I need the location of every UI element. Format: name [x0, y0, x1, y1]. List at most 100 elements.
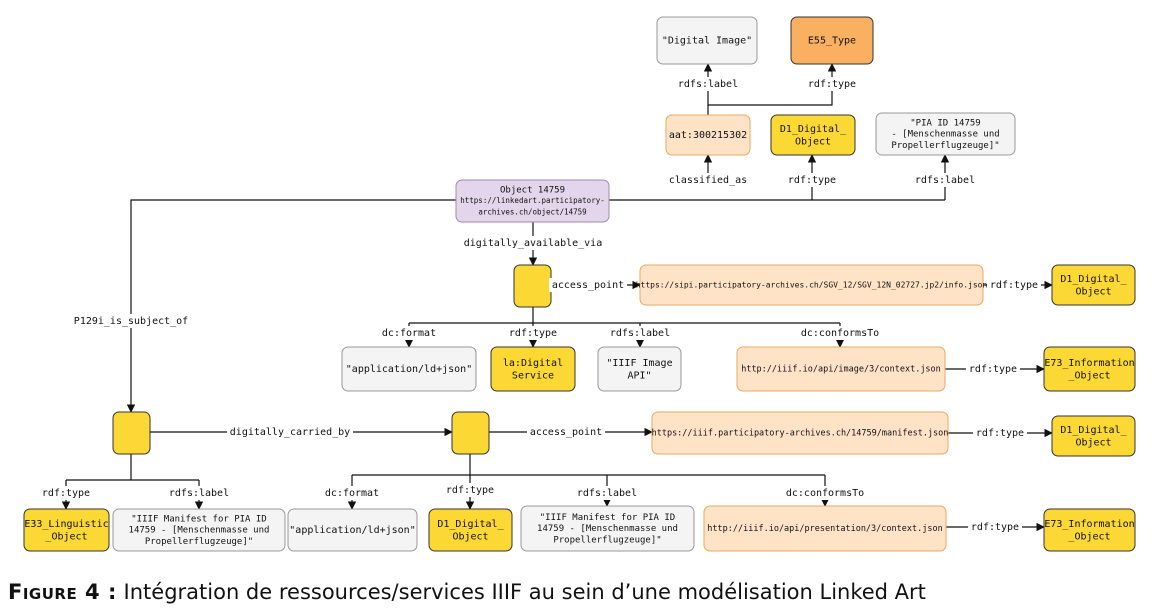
edge-label-digitally-carried-by: digitally_carried_by — [227, 425, 353, 439]
node-manifest-url: https://iiif.participatory-archives.ch/1… — [651, 411, 949, 455]
node-text: D1_Digital_ — [780, 124, 847, 135]
node-text: Object — [1075, 286, 1111, 297]
node-e55-type: E55_Type — [790, 16, 874, 65]
svg-text:dc:format: dc:format — [325, 488, 379, 499]
caption-label: Figure 4 : — [8, 580, 117, 604]
node-box — [651, 411, 949, 455]
node-text: "IIIF Image — [606, 358, 672, 369]
node-box — [656, 16, 758, 65]
node-text: D1_Digital_ — [1060, 425, 1127, 436]
svg-text:rdfs:label: rdfs:label — [610, 328, 670, 339]
node-box — [287, 508, 418, 552]
node-box — [520, 505, 695, 552]
linked-art-diagram: "Digital Image"E55_Typeaat:300215302D1_D… — [23, 16, 1136, 552]
node-text: E73_Information — [1044, 519, 1134, 530]
node-text: http://iiif.io/api/image/3/context.json — [741, 365, 941, 375]
node-left-node — [112, 411, 151, 455]
node-box — [451, 411, 490, 455]
node-text: _Object — [1068, 531, 1110, 542]
node-text: API" — [627, 370, 651, 381]
node-e33: E33_Linguistic_Object — [23, 508, 110, 552]
node-text: "IIIF Manifest for PIA ID — [540, 513, 675, 523]
node-text: E55_Type — [808, 36, 856, 47]
node-box — [1043, 346, 1136, 392]
edge-label-rdf-type-mid: rdf:type — [443, 483, 497, 497]
svg-text:rdf:type: rdf:type — [788, 175, 836, 186]
caption-text: Intégration de ressources/services IIIF … — [116, 580, 926, 604]
svg-text:P129i_is_subject_of: P129i_is_subject_of — [74, 316, 188, 327]
node-text: Propellerflugzeuge]" — [891, 141, 999, 151]
node-text: aat:300215302 — [669, 130, 747, 141]
node-text: 14759 - [Menschenmasse und — [129, 526, 270, 536]
node-text: Object — [452, 531, 488, 542]
node-text: "application/ld+json" — [346, 364, 472, 375]
svg-text:rdf:type: rdf:type — [971, 522, 1019, 533]
edge-p129i — [126, 199, 456, 413]
node-ctx-pres: http://iiif.io/api/presentation/3/contex… — [703, 505, 947, 552]
edge-label-rdf-type-man: rdf:type — [973, 426, 1027, 440]
svg-text:rdfs:label: rdfs:label — [678, 79, 738, 90]
edge-label-digitally-available-via: digitally_available_via — [461, 236, 605, 250]
node-aat: aat:300215302 — [665, 114, 751, 156]
svg-text:dc:conformsTo: dc:conformsTo — [786, 488, 864, 499]
node-box — [341, 346, 477, 392]
edge-label-dc-conforms-2: dc:conformsTo — [783, 486, 867, 500]
node-box — [428, 508, 513, 552]
node-text: la:Digital — [503, 358, 563, 369]
edge-label-rdf-type-sipi: rdf:type — [987, 278, 1041, 292]
edge-label-rdf-type-top: rdf:type — [805, 77, 859, 91]
node-text: D1_Digital_ — [1060, 274, 1127, 285]
node-text: Propellerflugzeuge]" — [145, 537, 253, 547]
figure-caption: Figure 4 : Intégration de ressources/ser… — [8, 580, 1148, 604]
node-text: Object — [795, 136, 831, 147]
node-object: Object 14759https://linkedart.participat… — [455, 179, 610, 223]
node-box — [639, 264, 984, 306]
node-e73-2: E73_Information_Object — [1043, 508, 1136, 552]
node-e73-1: E73_Information_Object — [1043, 346, 1136, 392]
node-box — [703, 505, 947, 552]
edge-label-dc-format-2: dc:format — [322, 486, 382, 500]
node-box — [790, 16, 874, 65]
edge-label-p129i: P129i_is_subject_of — [71, 314, 191, 328]
node-fmt1: "application/ld+json" — [341, 346, 477, 392]
edge-label-access-point-2: access_point — [527, 425, 605, 439]
svg-text:classified_as: classified_as — [669, 175, 747, 186]
node-digital-image: "Digital Image" — [656, 16, 758, 65]
node-text: _Object — [1068, 370, 1110, 381]
node-text: archives.ch/object/14759 — [478, 207, 586, 216]
node-box — [1051, 415, 1136, 457]
nodes-layer: "Digital Image"E55_Typeaat:300215302D1_D… — [23, 16, 1136, 552]
node-text: D1_Digital_ — [437, 519, 504, 530]
svg-text:rdf:type: rdf:type — [446, 485, 494, 496]
node-box — [770, 114, 856, 156]
svg-text:rdf:type: rdf:type — [969, 364, 1017, 375]
node-box — [455, 179, 610, 223]
node-box — [1051, 264, 1136, 306]
svg-text:rdfs:label: rdfs:label — [577, 488, 637, 499]
node-box — [665, 114, 751, 156]
node-box — [112, 508, 286, 552]
svg-text:rdf:type: rdf:type — [509, 328, 557, 339]
svg-text:rdfs:label: rdfs:label — [915, 175, 975, 186]
edge-label-rdf-type-ctx1: rdf:type — [966, 362, 1020, 376]
node-ctx-image: http://iiif.io/api/image/3/context.json — [736, 346, 946, 392]
node-text: https://linkedart.participatory- — [460, 196, 605, 205]
node-box — [112, 411, 151, 455]
node-text: https://sipi.participatory-archives.ch/S… — [636, 281, 988, 290]
edge-label-rdf-type-left: rdf:type — [39, 486, 93, 500]
node-box — [23, 508, 110, 552]
node-pia-label: "PIA ID 14759- [Menschenmasse undPropell… — [875, 112, 1016, 156]
node-text: _Object — [45, 531, 87, 542]
edge-label-dc-format-1: dc:format — [379, 326, 439, 340]
node-text: Object — [1075, 437, 1111, 448]
node-text: E73_Information — [1044, 358, 1134, 369]
edge-label-rdf-type-svc: rdf:type — [506, 326, 560, 340]
edge-label-classified-as: classified_as — [666, 173, 750, 187]
node-box — [513, 264, 552, 308]
svg-text:access_point: access_point — [552, 280, 624, 291]
node-box — [875, 112, 1016, 156]
